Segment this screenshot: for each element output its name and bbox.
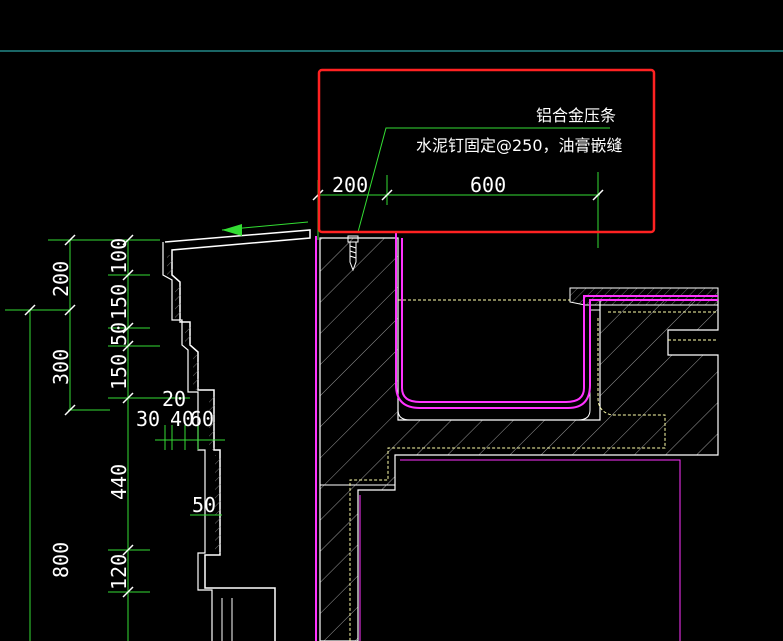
- dim-inner-50: 50: [107, 322, 131, 346]
- dim-small-20: 20: [162, 387, 186, 411]
- concrete-section: [319, 237, 719, 641]
- dim-inner-100: 100: [107, 238, 131, 274]
- dim-small-30: 30: [136, 407, 160, 431]
- waterproof-membrane: [315, 231, 718, 641]
- highlight-box: [317, 68, 656, 234]
- dim-small-50: 50: [192, 493, 216, 517]
- dim-top-600: 600: [470, 173, 506, 197]
- dim-left-300: 300: [49, 349, 73, 385]
- cement-nail: [347, 235, 359, 272]
- dim-left-200: 200: [49, 261, 73, 297]
- dim-inner-440: 440: [107, 464, 131, 500]
- dim-inner-150a: 150: [107, 284, 131, 320]
- dim-left-800: 800: [49, 542, 73, 578]
- dim-small-40: 40: [170, 407, 194, 431]
- fixing-label: 水泥钉固定@250，油膏嵌缝: [416, 136, 623, 155]
- dim-top-200: 200: [332, 173, 368, 197]
- dim-small-60: 60: [190, 407, 214, 431]
- dim-inner-150b: 150: [107, 354, 131, 390]
- cornice-profile: [162, 229, 311, 641]
- material-label: 铝合金压条: [536, 106, 616, 125]
- dimension-ticks: [24, 189, 604, 598]
- dimension-lines: [5, 127, 610, 641]
- dashed-lines: [349, 299, 718, 641]
- dim-inner-120: 120: [107, 554, 131, 590]
